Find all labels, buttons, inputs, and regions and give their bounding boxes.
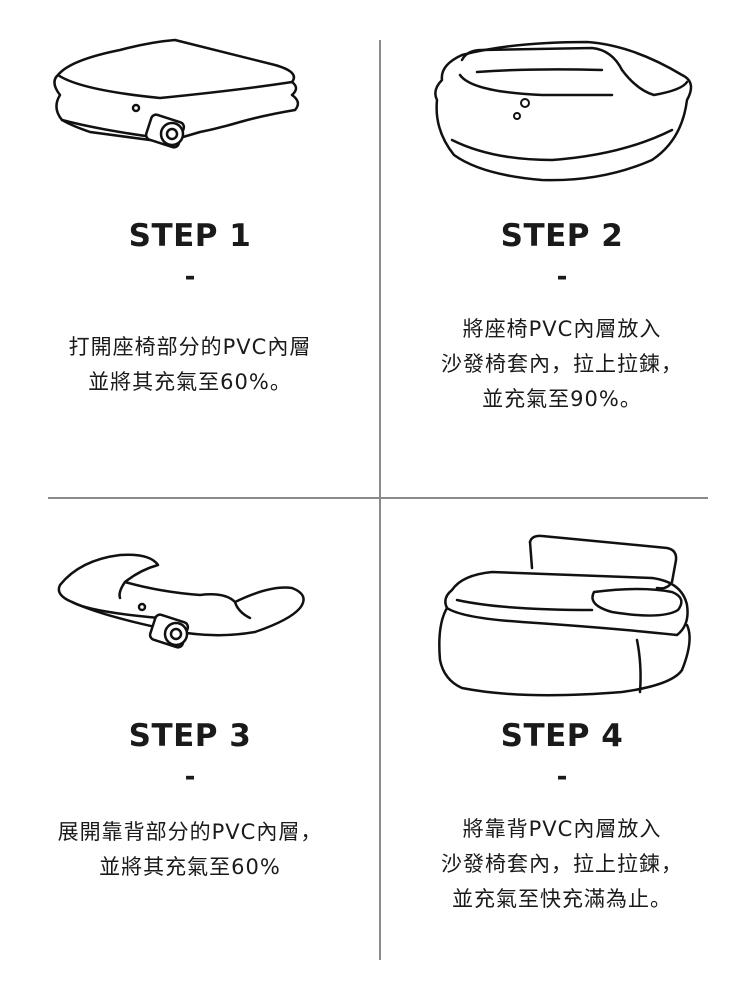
step-1-panel: STEP 1 - 打開座椅部分的PVC內層 並將其充氣至60%。 [10, 0, 370, 497]
step-3-panel: STEP 3 - 展開靠背部分的PVC內層， 並將其充氣至60% [10, 500, 370, 990]
step-4-line-3: 並充氣至快充滿為止。 [452, 887, 672, 911]
step-3-title: STEP 3 [128, 718, 252, 754]
step-2-dash: - [556, 262, 568, 292]
step-1-title: STEP 1 [128, 218, 252, 254]
step-1-line-1: 打開座椅部分的PVC內層 [68, 335, 312, 359]
step-2-title: STEP 2 [500, 218, 624, 254]
step-4-description: 將靠背PVC內層放入 沙發椅套內，拉上拉鍊， 並充氣至快充滿為止。 [382, 812, 742, 917]
step-1-description: 打開座椅部分的PVC內層 並將其充氣至60%。 [10, 330, 370, 400]
horizontal-divider [48, 497, 708, 499]
step-2-line-3: 並充氣至90%。 [482, 387, 642, 411]
seat-layer-deflated-icon [53, 38, 300, 149]
step-4-dash: - [556, 762, 568, 792]
step-3-dash: - [184, 762, 196, 792]
step-2-panel: STEP 2 - 將座椅PVC內層放入 沙發椅套內，拉上拉鍊， 並充氣至90%。 [382, 0, 742, 497]
step-3-description: 展開靠背部分的PVC內層， 並將其充氣至60% [10, 815, 370, 885]
step-4-line-1: 將靠背PVC內層放入 [462, 817, 662, 841]
step-2-line-2: 沙發椅套內，拉上拉鍊， [441, 352, 683, 376]
step-1-line-2: 並將其充氣至60%。 [88, 370, 292, 394]
seat-in-cover-icon [434, 40, 693, 182]
step-4-panel: STEP 4 - 將靠背PVC內層放入 沙發椅套內，拉上拉鍊， 並充氣至快充滿為… [382, 500, 742, 990]
step-4-line-2: 沙發椅套內，拉上拉鍊， [441, 852, 683, 876]
step-2-description: 將座椅PVC內層放入 沙發椅套內，拉上拉鍊， 並充氣至90%。 [382, 312, 742, 417]
step-3-line-2: 並將其充氣至60% [99, 855, 281, 879]
step-2-line-1: 將座椅PVC內層放入 [462, 317, 662, 341]
vertical-divider [379, 40, 381, 960]
backrest-layer-icon [57, 553, 305, 649]
step-3-line-1: 展開靠背部分的PVC內層， [57, 820, 323, 844]
step-1-dash: - [184, 262, 196, 292]
inflated-sofa-icon [438, 534, 691, 697]
step-4-title: STEP 4 [500, 718, 624, 754]
